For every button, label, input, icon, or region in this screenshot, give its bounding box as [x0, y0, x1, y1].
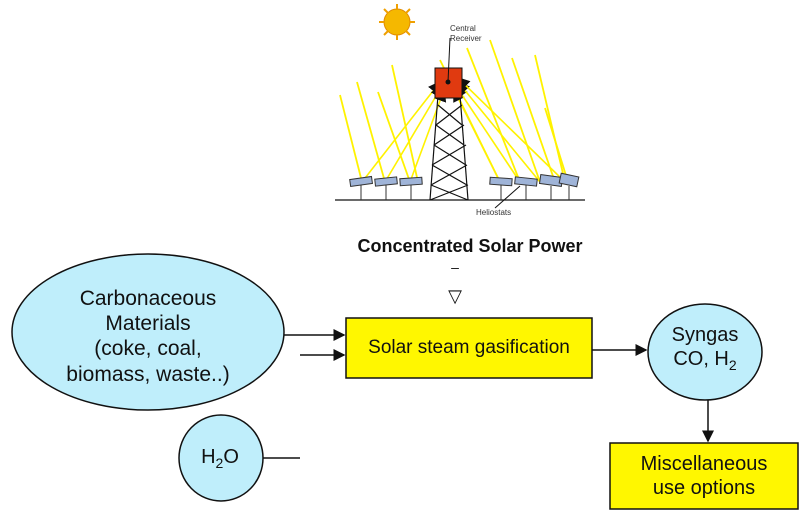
tower: [429, 94, 469, 201]
water-subscript: 2: [215, 455, 224, 471]
heliostats-label: Heliostats: [476, 208, 511, 217]
heliostats-label-text: Heliostats: [476, 208, 512, 217]
water-o: O: [223, 446, 239, 468]
syngas-label: Syngas CO, H2: [648, 323, 762, 374]
misc-line1: Miscellaneous: [640, 453, 768, 475]
syngas-subscript: 2: [728, 357, 737, 373]
receiver-dot: [445, 79, 451, 85]
receiver-leader-line: [447, 37, 451, 83]
gasification-label: Solar steam gasification: [368, 337, 570, 358]
syngas-ellipse: [647, 303, 763, 401]
solar-rays: [339, 39, 569, 183]
syngas-line1: Syngas: [671, 324, 739, 346]
syngas-line2: CO, H2: [648, 347, 762, 374]
carbonaceous-label: Carbonaceous Materials (coke, coal, biom…: [20, 286, 276, 387]
water-label: H2O: [180, 445, 260, 472]
caption-dash: –: [451, 259, 459, 275]
receiver-label-line1: Central: [450, 24, 476, 33]
misc-label: Miscellaneous use options: [610, 452, 798, 500]
carbonaceous-line3: (coke, coal,: [94, 337, 202, 361]
receiver-label: Central Receiver: [450, 24, 482, 44]
carbonaceous-line2: Materials: [105, 312, 191, 336]
misc-line2: use options: [652, 477, 756, 499]
carbonaceous-line4: biomass, waste..): [66, 362, 230, 386]
carbonaceous-line1: Carbonaceous: [79, 287, 217, 310]
water-h: H: [201, 446, 216, 468]
csp-caption: Concentrated Solar Power: [357, 236, 583, 256]
down-arrow-icon: ▽: [448, 286, 462, 306]
syngas-formula: CO, H: [673, 348, 729, 370]
heliostats-leader-line: [494, 185, 521, 209]
sun-icon: [379, 4, 415, 40]
gasification-box: [345, 317, 593, 379]
misc-box: [609, 442, 799, 510]
heliostats: [349, 172, 580, 200]
receiver-label-line2: Receiver: [450, 34, 482, 43]
carbonaceous-ellipse: [11, 253, 285, 411]
